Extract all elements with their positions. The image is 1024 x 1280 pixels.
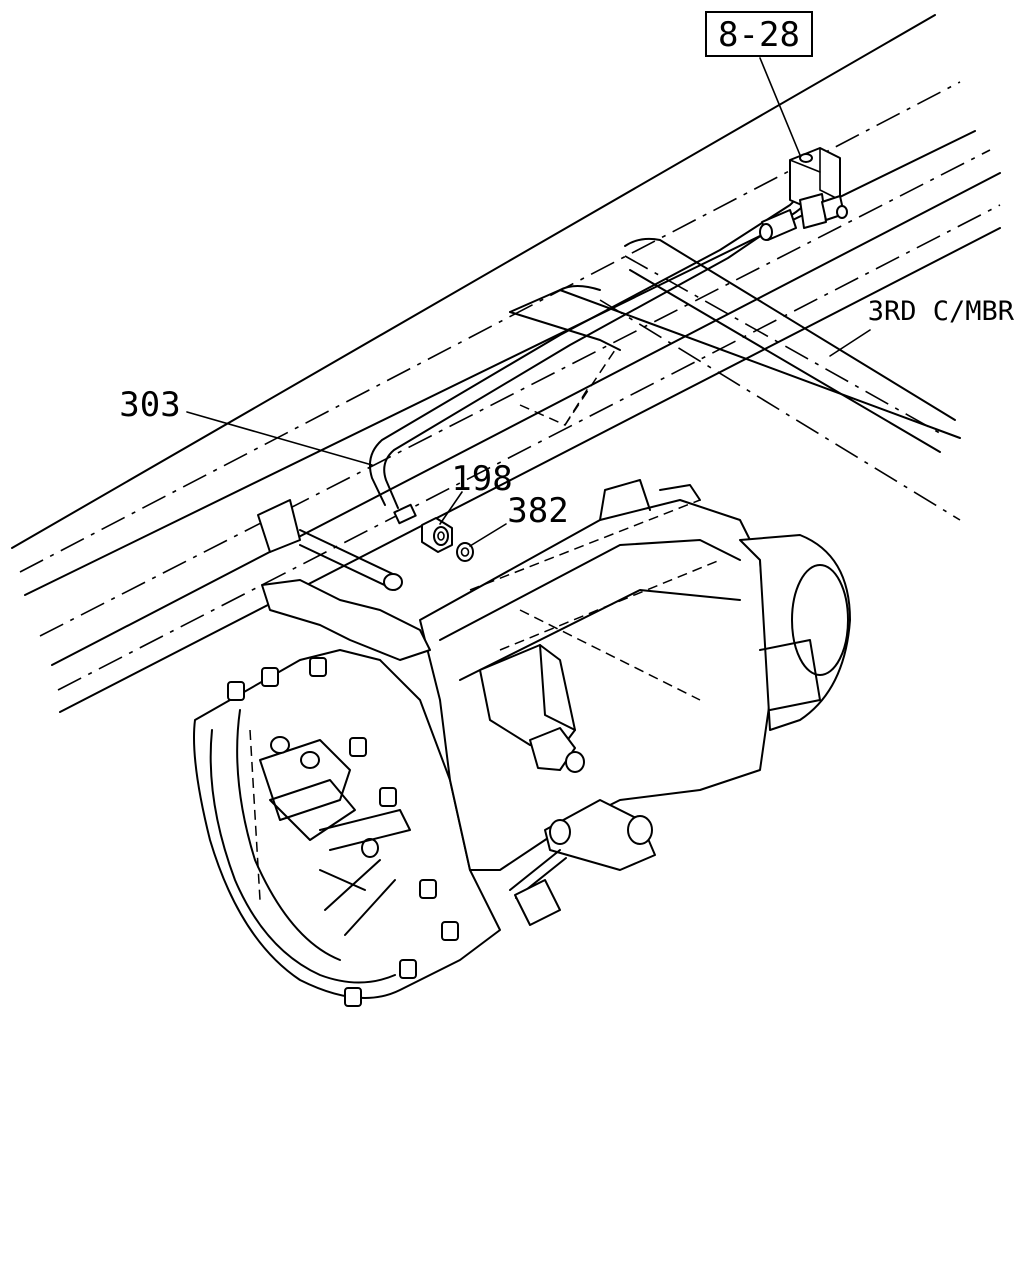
valve-assembly bbox=[759, 147, 848, 241]
ref-box-8-28: 8-28 bbox=[705, 11, 813, 57]
flare-nut-198 bbox=[421, 517, 453, 553]
label-washer-382: 382 bbox=[507, 491, 568, 531]
transmission bbox=[193, 479, 851, 1007]
label-crossmember: 3RD C/MBR bbox=[868, 296, 1015, 327]
leader-lines bbox=[186, 57, 801, 547]
label-nut-198: 198 bbox=[451, 459, 512, 499]
third-crossmember bbox=[509, 237, 961, 521]
brake-pipe-303 bbox=[369, 169, 819, 525]
washer-382 bbox=[456, 542, 474, 562]
label-ref-box: 8-28 bbox=[718, 15, 800, 55]
label-pipe-303: 303 bbox=[119, 385, 180, 425]
